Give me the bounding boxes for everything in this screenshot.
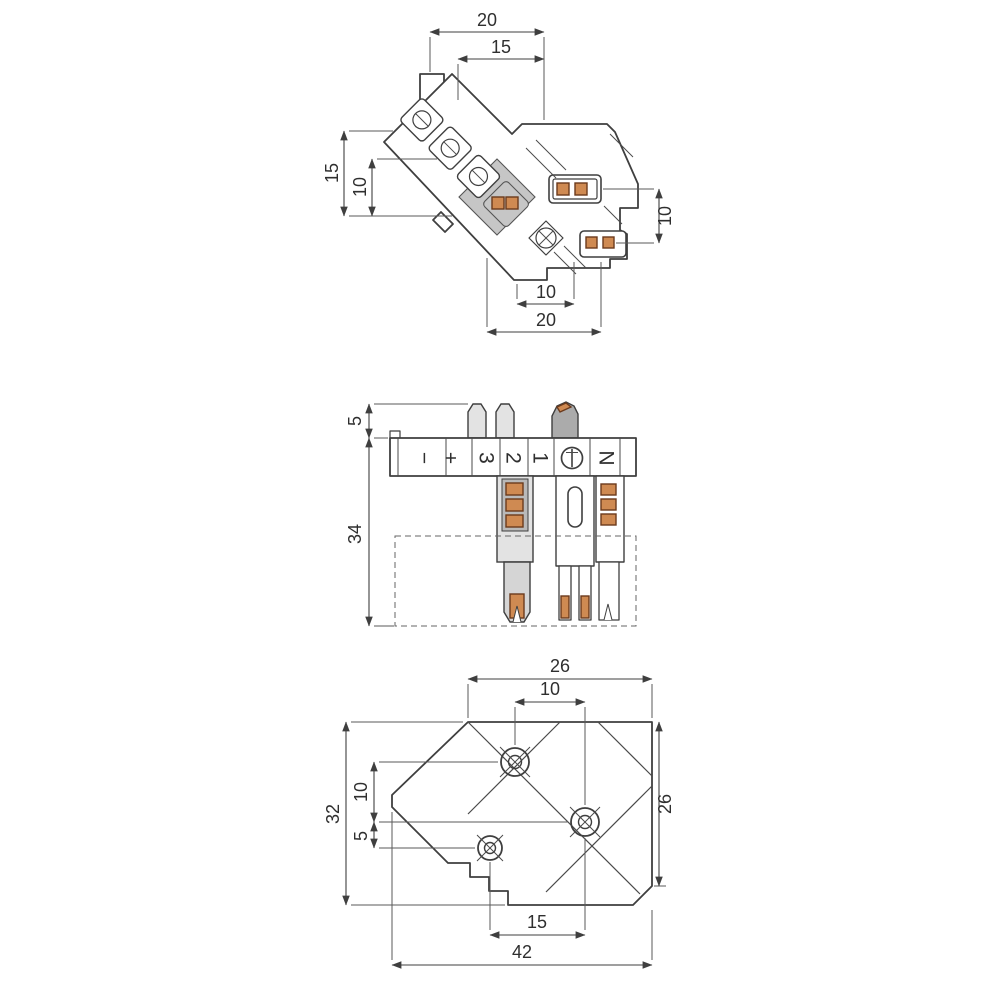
hatch-lines bbox=[525, 133, 634, 275]
dim-label: 10 bbox=[351, 782, 371, 802]
terminal-label-3: 3 bbox=[475, 452, 498, 464]
dim-bottom-10: 10 bbox=[516, 262, 575, 308]
mounting-hole-1 bbox=[499, 746, 531, 778]
dim-bottom-20: 20 bbox=[486, 258, 602, 336]
dim-left-15: 15 bbox=[322, 130, 452, 217]
bottom-view: 26 10 32 10 5 26 bbox=[323, 656, 675, 969]
terminal-label-1: 1 bbox=[529, 452, 552, 464]
contact bbox=[505, 482, 524, 496]
dim-bottomview-42: 42 bbox=[391, 812, 653, 969]
dim-label: 34 bbox=[345, 524, 365, 544]
dim-label: 15 bbox=[491, 37, 511, 57]
latch-dark bbox=[551, 401, 579, 439]
dim-bottomview-5-left: 5 bbox=[351, 821, 475, 849]
contact bbox=[600, 483, 617, 496]
dim-label: 5 bbox=[345, 416, 365, 426]
contact bbox=[600, 513, 617, 526]
contact bbox=[585, 236, 598, 249]
dim-label: 15 bbox=[527, 912, 547, 932]
slot bbox=[567, 486, 583, 528]
screw-head-icon bbox=[535, 227, 557, 249]
dim-top-20: 20 bbox=[429, 10, 545, 120]
screw-slot-icon bbox=[471, 169, 486, 184]
contact bbox=[505, 498, 524, 512]
contact bbox=[580, 595, 590, 619]
terminal-label-n: N bbox=[595, 450, 618, 465]
top-view: 20 15 15 10 10 10 bbox=[322, 10, 675, 336]
contact bbox=[574, 182, 588, 196]
screw-head-icon bbox=[440, 138, 460, 158]
screw-slot-icon bbox=[415, 113, 429, 127]
latch bbox=[467, 403, 487, 439]
screw-head-icon bbox=[412, 110, 432, 130]
leg-notch bbox=[512, 605, 522, 623]
dim-bottomview-26-top: 26 bbox=[467, 656, 653, 718]
contact bbox=[491, 196, 505, 210]
dim-right-10: 10 bbox=[603, 188, 675, 244]
body-center bbox=[555, 475, 595, 621]
contact bbox=[560, 595, 570, 619]
dim-top-15: 15 bbox=[457, 37, 545, 100]
dim-label: 10 bbox=[536, 282, 556, 302]
terminal-label-plus: + bbox=[439, 452, 462, 464]
rail-step bbox=[389, 430, 401, 438]
dim-label: 5 bbox=[351, 831, 371, 841]
terminal-label-2: 2 bbox=[502, 452, 525, 464]
dim-bottomview-10-top: 10 bbox=[514, 679, 586, 805]
terminal-label-minus: − bbox=[413, 452, 436, 464]
base-plate-outline bbox=[391, 721, 653, 906]
dim-label: 20 bbox=[477, 10, 497, 30]
contact bbox=[600, 498, 617, 511]
terminal-pocket-row bbox=[400, 98, 529, 227]
side-view: − + 3 2 1 N bbox=[345, 401, 637, 627]
contact bbox=[505, 196, 519, 210]
contact bbox=[556, 182, 570, 196]
terminal-block-lower bbox=[579, 230, 627, 258]
dim-label: 32 bbox=[323, 804, 343, 824]
dim-side-34: 34 bbox=[345, 437, 394, 627]
dim-label: 20 bbox=[536, 310, 556, 330]
edge-tab bbox=[432, 211, 454, 233]
dim-side-5: 5 bbox=[345, 403, 468, 439]
contact bbox=[602, 236, 615, 249]
contact bbox=[505, 514, 524, 528]
dim-label: 10 bbox=[350, 177, 370, 197]
earth-terminal-icon bbox=[560, 446, 584, 470]
screw-slot-icon bbox=[443, 141, 457, 155]
dim-label: 15 bbox=[322, 163, 342, 183]
marking-rail bbox=[389, 437, 637, 477]
contact bbox=[555, 402, 573, 413]
dim-left-10: 10 bbox=[350, 158, 437, 217]
terminal-block-upper bbox=[548, 174, 602, 204]
dim-bottomview-32-left: 32 bbox=[323, 721, 505, 906]
latch bbox=[495, 403, 515, 439]
center-pocket bbox=[528, 220, 564, 256]
dim-bottomview-10-left: 10 bbox=[351, 761, 568, 823]
leg-notch bbox=[603, 603, 613, 621]
dim-label: 26 bbox=[655, 794, 675, 814]
mounting-hole-3 bbox=[476, 834, 504, 862]
mounting-hole-2 bbox=[569, 806, 601, 838]
dim-label: 26 bbox=[550, 656, 570, 676]
dim-label: 42 bbox=[512, 942, 532, 962]
clamp-unit-right bbox=[595, 475, 625, 621]
dim-bottomview-15: 15 bbox=[489, 838, 586, 939]
clamp-unit-left bbox=[496, 475, 534, 623]
dim-bottomview-26-right: 26 bbox=[654, 721, 675, 887]
dim-label: 10 bbox=[540, 679, 560, 699]
dim-label: 10 bbox=[655, 206, 675, 226]
rail-dividers bbox=[397, 438, 621, 476]
panel-outline-dashed bbox=[394, 535, 637, 627]
